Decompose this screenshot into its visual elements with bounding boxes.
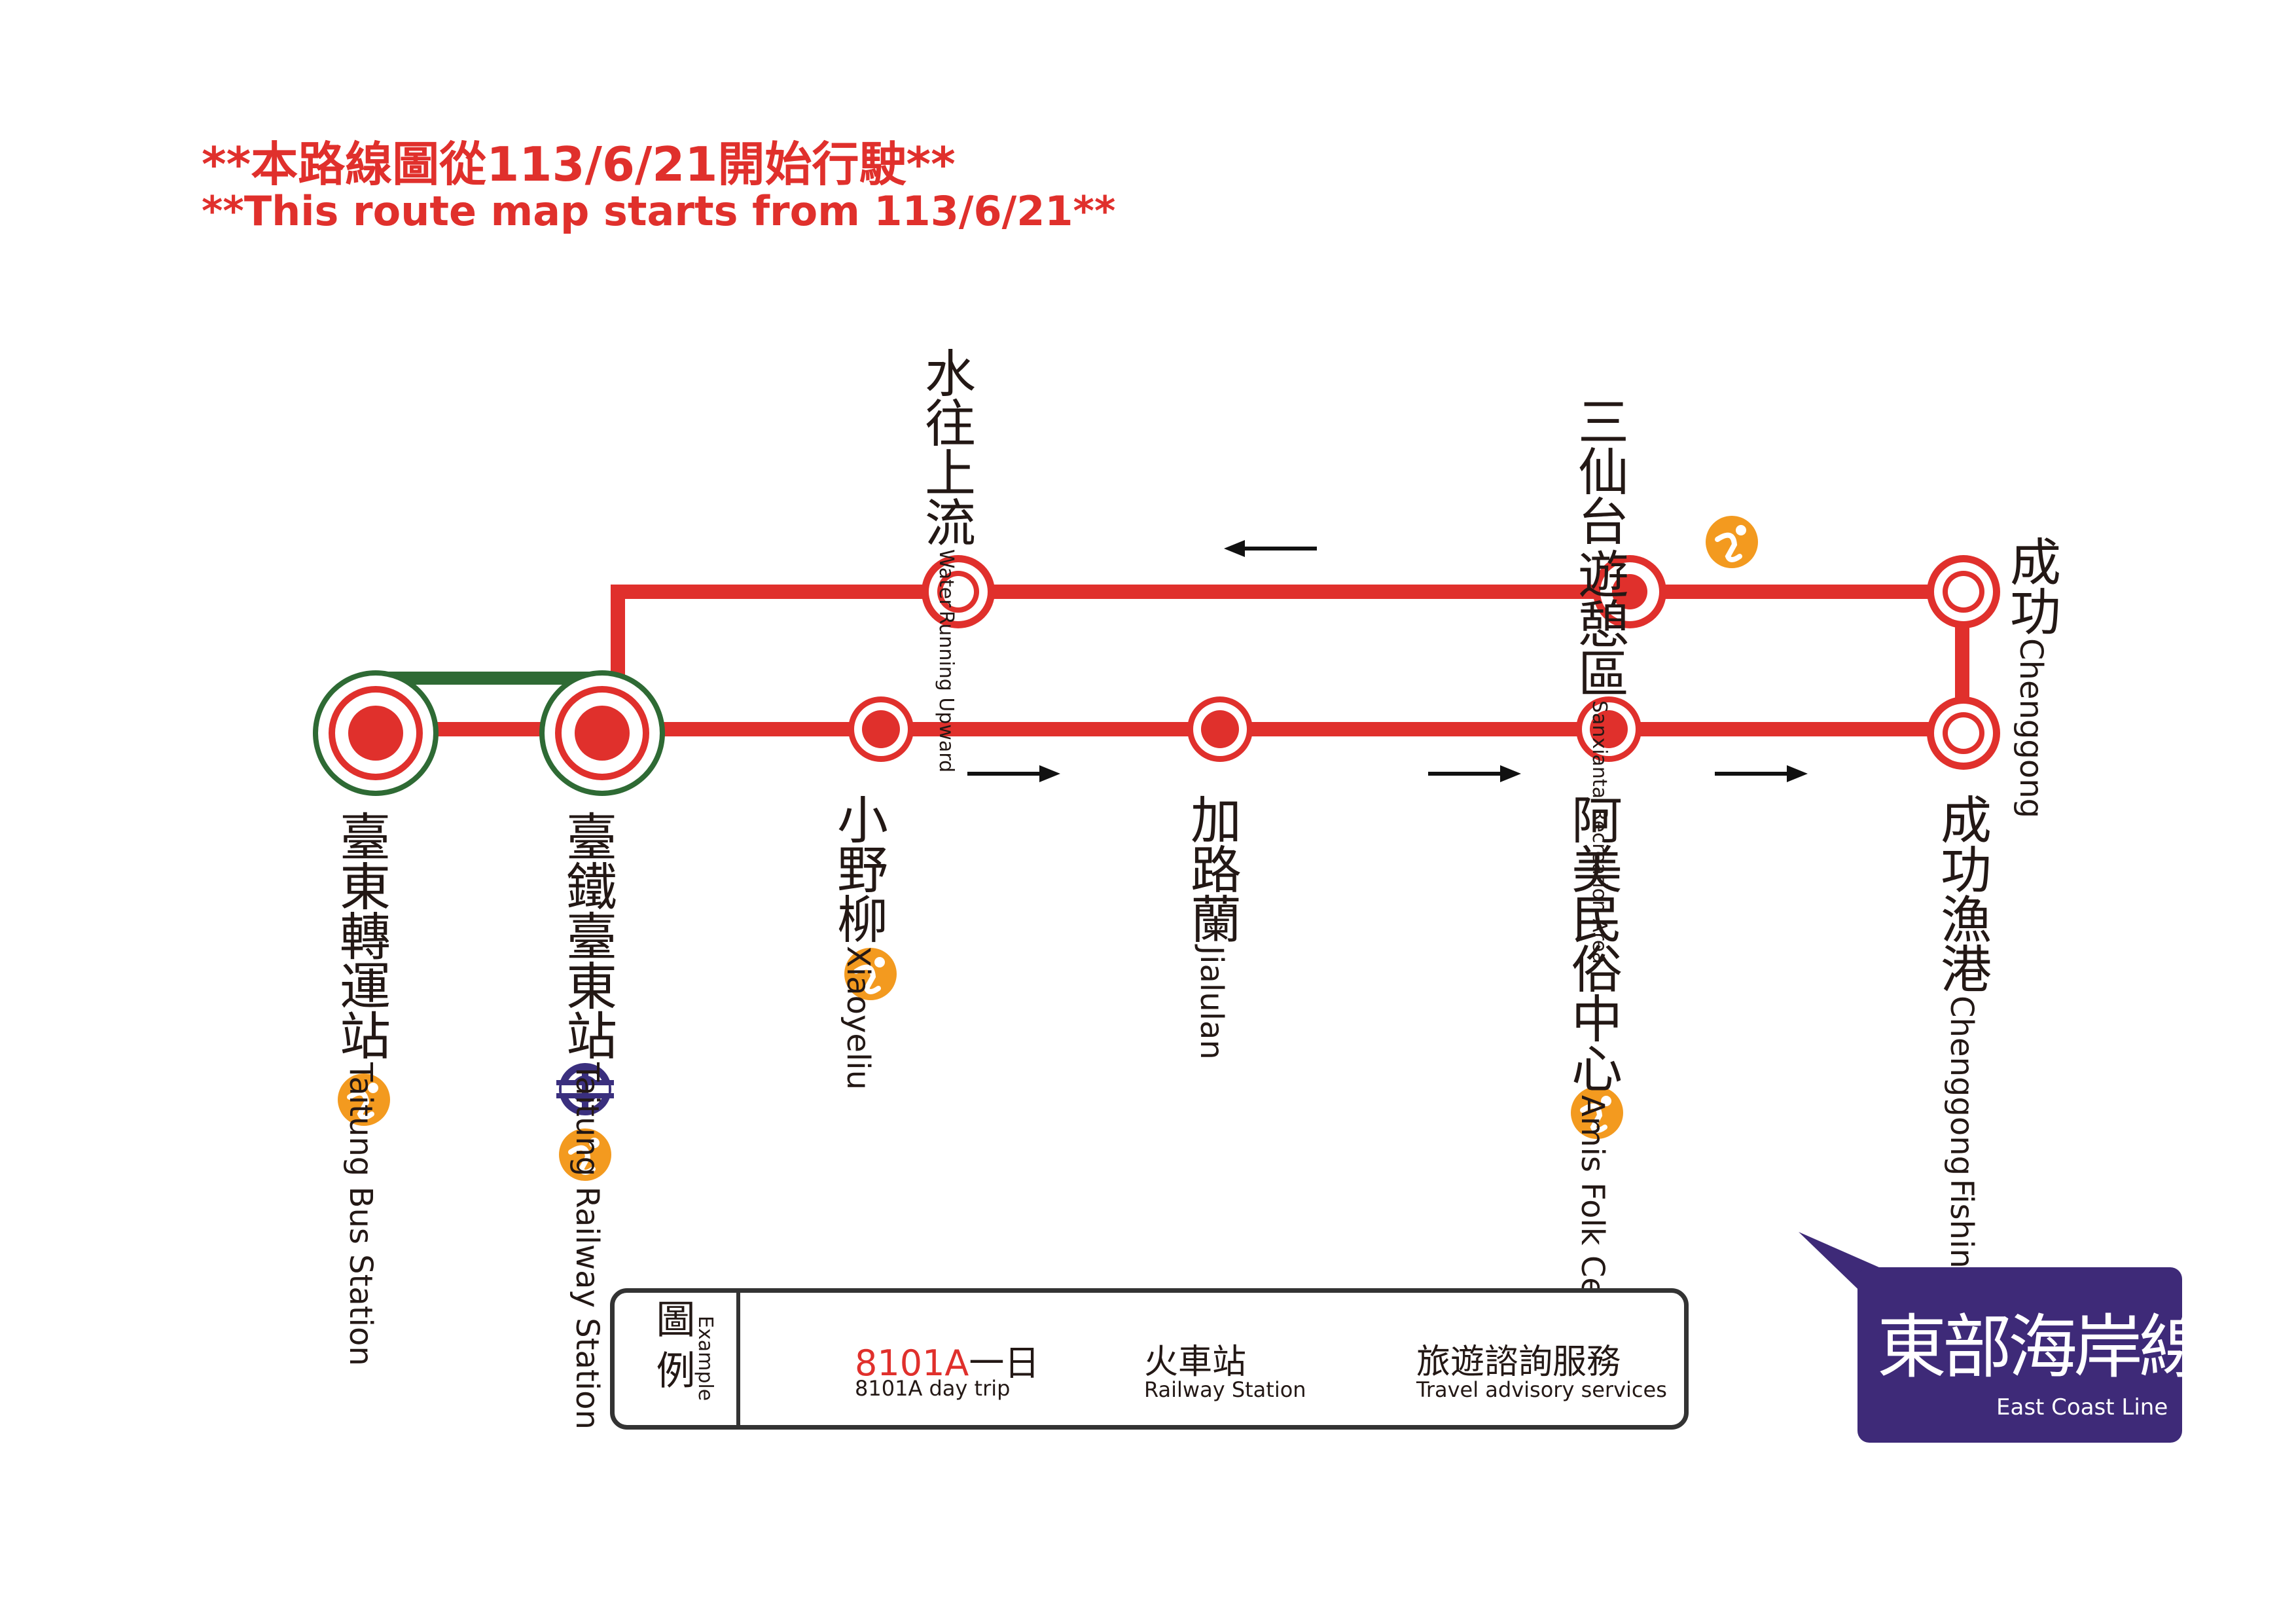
station-taitung-bus-marker[interactable]: [313, 670, 439, 796]
station-name-zh: 遊憩區: [1570, 548, 1628, 698]
station-name-zh: 臺東轉運站: [331, 810, 390, 1059]
station-name-zh: 阿美民俗中心: [1563, 793, 1622, 1092]
station-name-zh: 三仙台: [1570, 395, 1628, 545]
station-name-zh: 水往上流: [916, 347, 975, 546]
legend-route-en-text: 8101A day trip: [855, 1376, 1011, 1401]
brand-zh: 東部海岸線: [1877, 1307, 2208, 1388]
station-taitung-rail-label: 臺鐵臺東站 Taitung Railway Station: [558, 810, 617, 1430]
legend-divider: [736, 1293, 740, 1425]
station-sanxiantai-marker[interactable]: [1593, 555, 1666, 628]
info-icon: [1706, 516, 1758, 568]
direction-arrow-icon: [1715, 765, 1808, 782]
station-amis-marker[interactable]: [1576, 696, 1641, 762]
station-name-zh: 臺鐵臺東站: [558, 810, 617, 1059]
notice-zh: **本路線圖從113/6/21開始行駛**: [202, 137, 956, 192]
station-name-en: Running Upward: [935, 610, 958, 773]
brand-logo: 東部海岸線 East Coast Line: [1857, 1267, 2208, 1443]
legend-railway-zh: 火車站: [1144, 1343, 1247, 1382]
station-xiaoyeliu-marker[interactable]: [848, 696, 914, 762]
station-name-zh: 小野柳: [829, 793, 888, 943]
legend-travel-en: Travel advisory services: [1416, 1377, 1667, 1402]
station-name-zh: 加路蘭: [1182, 793, 1241, 943]
legend-route-zh: 一日: [969, 1343, 1040, 1384]
station-name-en: Chenggong: [2013, 638, 2049, 819]
station-name-zh: 成功: [2001, 535, 2060, 635]
legend-railway-en: Railway Station: [1144, 1377, 1306, 1402]
station-taitung-rail-marker[interactable]: [539, 670, 665, 796]
station-name-en: Water: [935, 549, 958, 607]
direction-arrow-icon: [1224, 540, 1317, 557]
station-jialulan-marker[interactable]: [1187, 696, 1253, 762]
station-sanxiantai-label: 三仙台 遊憩區 Sanxiantai Recreation Area: [1570, 395, 1628, 964]
station-name-zh: 成功漁港: [1932, 793, 1991, 992]
station-chenggong-marker[interactable]: [1927, 555, 2000, 628]
legend-title-en: Example: [694, 1316, 717, 1401]
station-xiaoyeliu-label: 小野柳 Xiaoyeliu: [829, 793, 888, 1091]
station-name-en: Taitung Railway Station: [569, 1062, 605, 1430]
legend-route-label: 8101A一日: [855, 1334, 1039, 1386]
brand-en: East Coast Line: [1996, 1394, 2168, 1420]
legend-route-code: 8101A: [855, 1343, 969, 1384]
station-name-en: Taitung Bus Station: [342, 1062, 379, 1366]
station-taitung-bus-label: 臺東轉運站 Taitung Bus Station: [331, 810, 390, 1366]
station-water-upward-marker[interactable]: [922, 555, 995, 628]
station-name-en: Jialulan: [1193, 946, 1230, 1060]
station-name-en: Recreation Area: [1588, 807, 1611, 964]
direction-arrow-icon: [1428, 765, 1521, 782]
station-chenggong-label: 成功 Chenggong: [2001, 535, 2060, 819]
direction-arrow-icon: [967, 765, 1060, 782]
station-water-upward-label: 水往上流 Water Running Upward: [916, 347, 975, 773]
station-name-en: Xiaoyeliu: [840, 946, 876, 1091]
legend-title-zh: 圖例: [649, 1299, 695, 1401]
station-chenggong-harbor-marker[interactable]: [1927, 696, 2000, 770]
station-name-en: Sanxiantai: [1588, 700, 1611, 804]
legend-box: [610, 1288, 1689, 1430]
legend-travel-zh: 旅遊諮詢服務: [1416, 1343, 1621, 1382]
station-amis-label: 阿美民俗中心 Amis Folk Center: [1563, 793, 1622, 1362]
station-name-en: Chenggong: [1943, 996, 1980, 1176]
notice-en: **This route map starts from 113/6/21**: [202, 187, 1116, 235]
legend-route-en: 8101A day trip: [855, 1376, 1010, 1401]
station-jialulan-label: 加路蘭 Jialulan: [1182, 793, 1241, 1060]
